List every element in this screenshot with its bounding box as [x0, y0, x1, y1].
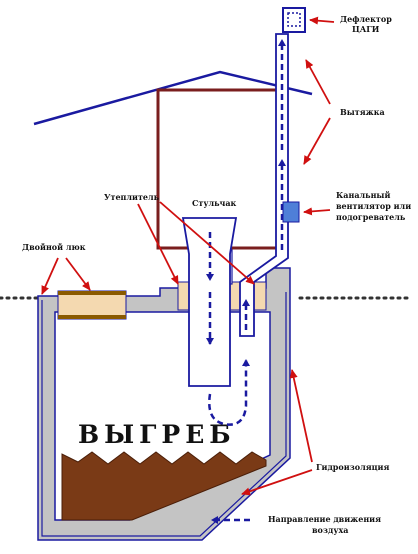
- arrow-waterproofing-2: [241, 469, 313, 496]
- hatch-bar-bottom: [58, 315, 126, 319]
- arrow-deflector: [309, 16, 335, 25]
- waterproofing-layer: [41, 292, 287, 537]
- deflector-inner: [287, 12, 301, 27]
- label-fan-line3: подогреватель: [336, 212, 406, 222]
- label-toilet-seat: Стульчак: [192, 198, 237, 208]
- hatch-bar-top: [58, 291, 126, 295]
- label-deflector-line1: Дефлектор: [340, 14, 392, 24]
- airflow-loop: [208, 359, 250, 426]
- label-double-hatch: Двойной люк: [22, 242, 86, 252]
- label-airflow-line1: Направление движения: [268, 514, 381, 524]
- arrow-hatch-1: [65, 257, 91, 291]
- arrow-waterproofing: [289, 369, 313, 463]
- duct-fan-box: [282, 201, 300, 223]
- waste-layer: [61, 451, 267, 521]
- deflector-cap: [282, 7, 306, 33]
- label-airflow-line2: воздуха: [312, 525, 348, 535]
- label-exhaust: Вытяжка: [340, 107, 385, 117]
- arrow-hatch-2: [41, 257, 59, 295]
- arrow-fan: [303, 207, 331, 216]
- pit-label: ВЫГРЕБ: [78, 420, 236, 449]
- arrow-insulation-1: [137, 203, 179, 285]
- arrow-insulation-2: [159, 201, 255, 285]
- label-insulation: Утеплитель: [104, 192, 160, 202]
- vent-pipe: [239, 33, 289, 337]
- double-hatch: [57, 290, 127, 320]
- label-deflector-line2: ЦАГИ: [352, 24, 380, 34]
- label-waterproofing: Гидроизоляция: [316, 462, 389, 472]
- arrow-exhaust-bottom: [303, 117, 331, 165]
- label-fan-line1: Канальный: [336, 190, 390, 200]
- label-fan-line2: вентилятор или: [336, 201, 411, 211]
- arrow-exhaust-top: [305, 59, 331, 105]
